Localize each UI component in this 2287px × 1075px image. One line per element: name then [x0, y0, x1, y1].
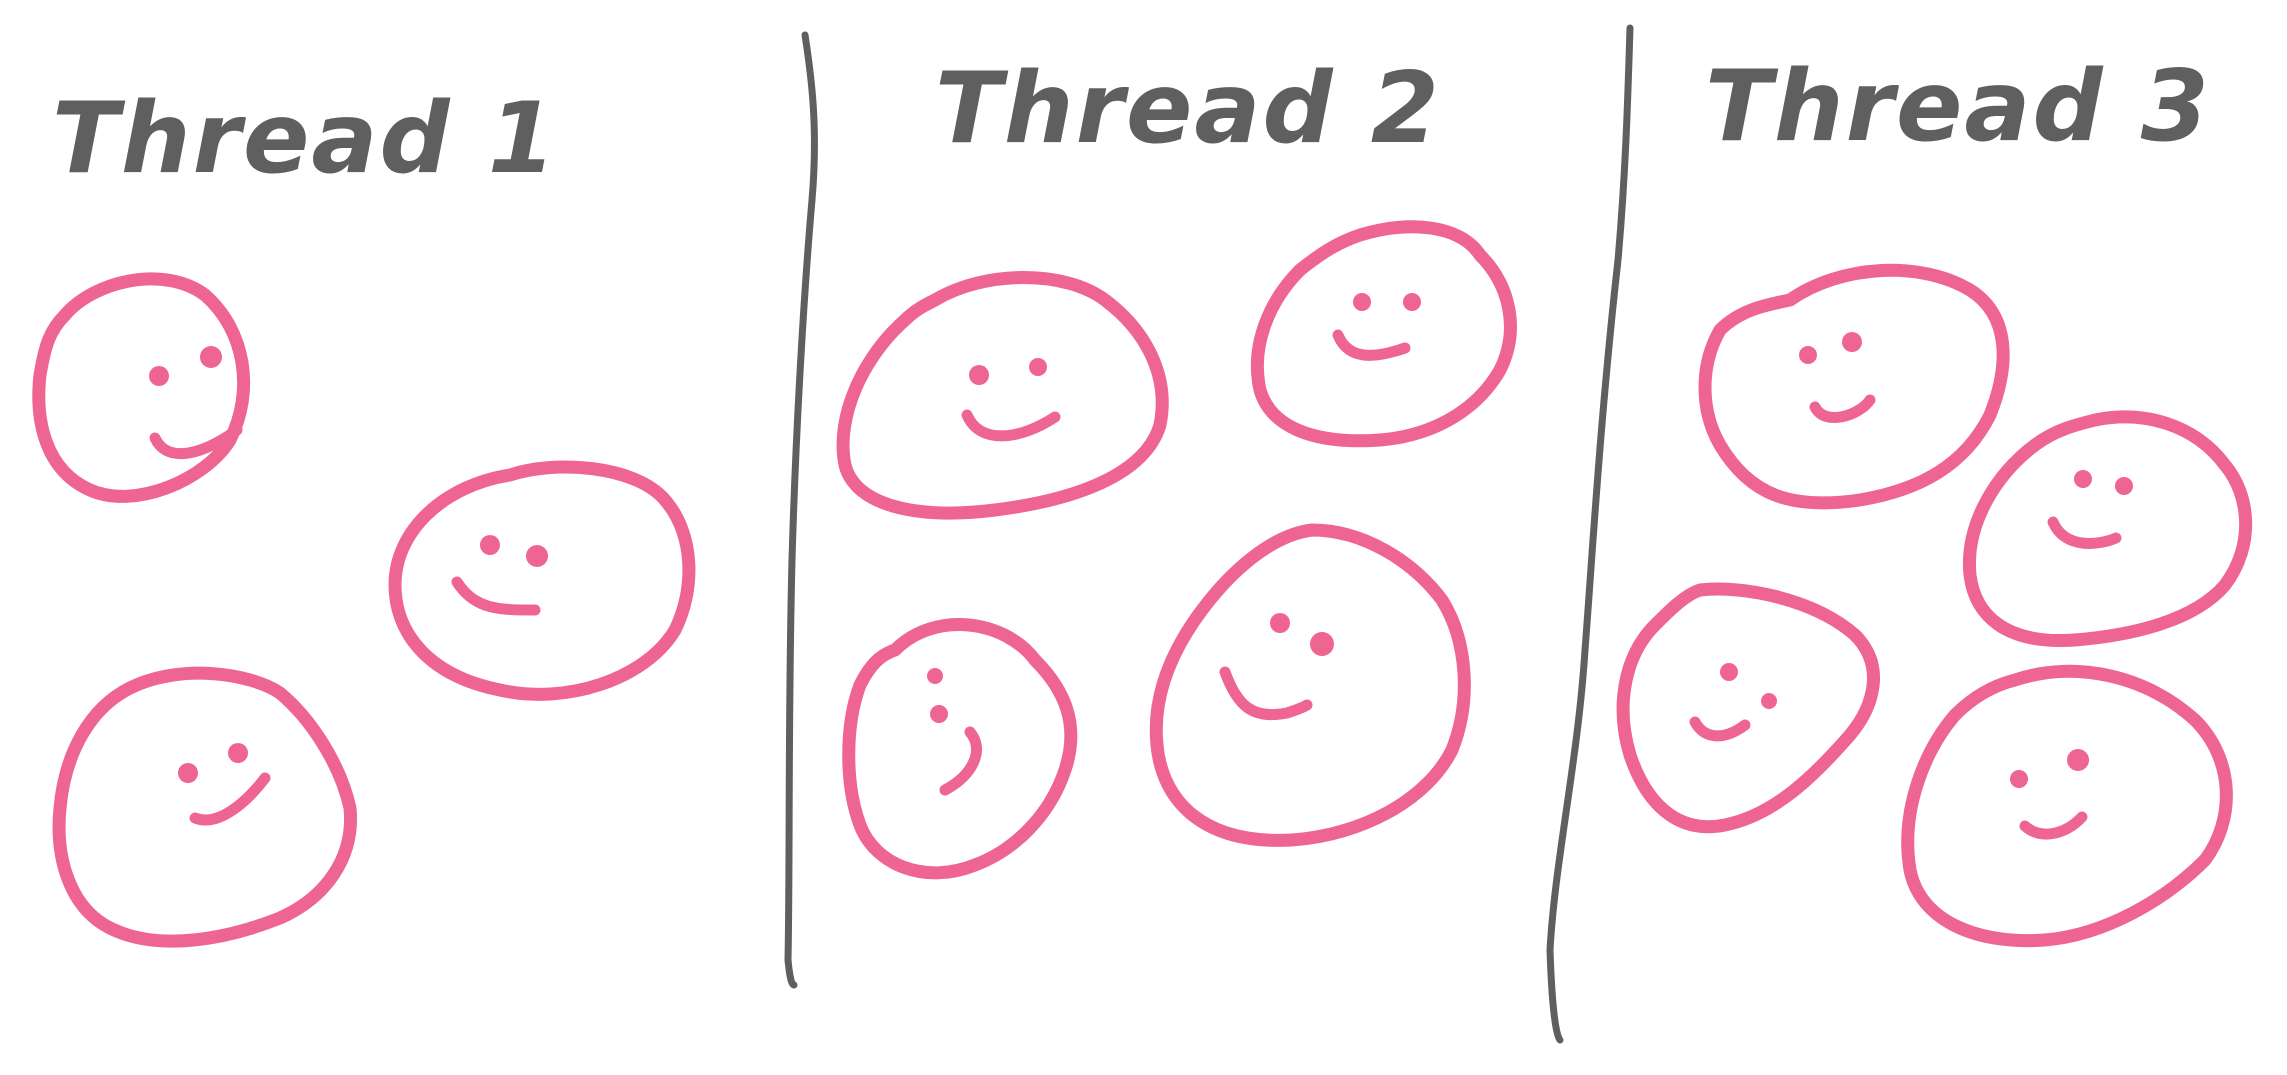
- mouth: [1689, 716, 1751, 742]
- left-eye: [178, 763, 198, 783]
- divider-line-2: [1546, 24, 1634, 1044]
- left-eye: [149, 366, 169, 386]
- face-outline: [52, 666, 358, 948]
- right-eye: [1029, 358, 1047, 376]
- face-outline: [1616, 582, 1880, 834]
- thread-3-face-3: [1616, 582, 1880, 834]
- face-outline: [1901, 664, 2233, 948]
- thread-2-face-2: [1250, 220, 1517, 448]
- thread-3-title: Thread 3: [1705, 50, 2211, 164]
- thread-1-face-3: [52, 666, 358, 948]
- mouth: [1809, 394, 1876, 423]
- left-eye: [1799, 346, 1817, 364]
- face-outline: [388, 460, 696, 701]
- mouth: [1219, 666, 1313, 721]
- thread-3-face-4: [1901, 664, 2233, 948]
- right-eye: [1310, 632, 1334, 656]
- thread-1-face-1: [32, 272, 251, 503]
- face-outline: [32, 272, 251, 503]
- thread-2-title: Thread 2: [935, 52, 1441, 166]
- face-outline: [842, 618, 1078, 880]
- mouth: [149, 424, 243, 460]
- thread-2-column: Thread 2: [935, 52, 1441, 166]
- face-outline: [1250, 220, 1517, 448]
- mouth: [2019, 811, 2088, 840]
- thread-1-column: Thread 1: [52, 82, 558, 196]
- mouth: [189, 772, 271, 826]
- mouth: [939, 726, 982, 796]
- thread-3-face-1: [1698, 263, 2010, 510]
- divider-line-1: [784, 31, 818, 989]
- mouth: [1332, 329, 1411, 361]
- left-eye: [1353, 293, 1371, 311]
- left-eye: [927, 668, 943, 684]
- face-outline: [836, 271, 1169, 520]
- left-eye: [2010, 770, 2028, 788]
- thread-2-face-4: [1149, 523, 1471, 847]
- thread-2-face-1: [836, 271, 1169, 520]
- mouth: [961, 409, 1061, 442]
- right-eye: [2115, 477, 2133, 495]
- left-eye: [480, 535, 500, 555]
- face-outline: [1149, 523, 1471, 847]
- right-eye: [1761, 693, 1777, 709]
- thread-1-title: Thread 1: [52, 82, 558, 196]
- right-eye: [200, 346, 222, 368]
- mouth: [2047, 516, 2122, 549]
- thread-2-face-3: [842, 618, 1078, 880]
- left-eye: [1720, 663, 1738, 681]
- right-eye: [526, 545, 548, 567]
- right-eye: [1842, 332, 1862, 352]
- right-eye: [1403, 293, 1421, 311]
- thread-3-column: Thread 3: [1705, 50, 2211, 164]
- thread-1-face-2: [388, 460, 696, 701]
- left-eye: [1270, 613, 1290, 633]
- mouth: [451, 576, 541, 616]
- right-eye: [2067, 749, 2089, 771]
- face-outline: [1698, 263, 2010, 510]
- thread-3-face-2: [1962, 410, 2253, 648]
- left-eye: [969, 365, 989, 385]
- right-eye: [930, 705, 948, 723]
- right-eye: [228, 743, 248, 763]
- face-outline: [1962, 410, 2253, 648]
- left-eye: [2074, 470, 2092, 488]
